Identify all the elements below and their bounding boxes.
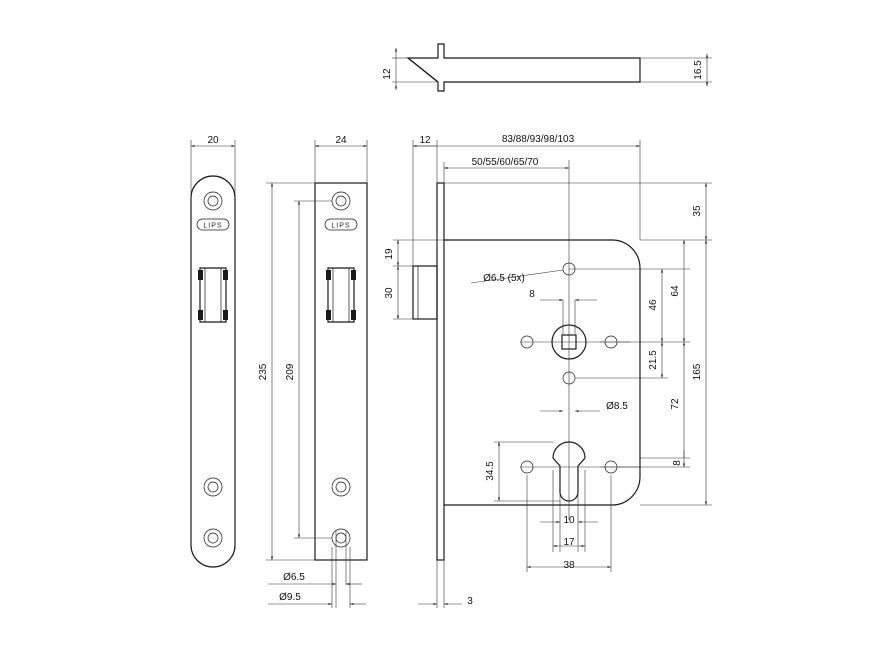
- dim-backset: 50/55/60/65/70: [472, 157, 539, 168]
- dim-72: 72: [670, 398, 681, 410]
- dim-38: 38: [563, 560, 575, 571]
- dim-8-top: 8: [529, 289, 535, 300]
- dim-dia-9-5: Ø9.5: [279, 592, 301, 603]
- dim-64: 64: [670, 285, 681, 297]
- brand-logo-rounded: LIPS: [203, 223, 222, 230]
- lock-body: [412, 160, 641, 561]
- dim-8-right: 8: [672, 460, 683, 466]
- dim-209: 209: [285, 363, 296, 380]
- dim-34-5: 34.5: [485, 461, 496, 481]
- dim-46: 46: [648, 299, 659, 311]
- dim-17: 17: [563, 537, 575, 548]
- faceplate-rounded: [190, 140, 236, 568]
- dim-21-5: 21.5: [648, 350, 659, 370]
- dim-dia-6-5: Ø6.5: [283, 572, 305, 583]
- brand-logo-square: LIPS: [331, 223, 350, 230]
- dim-dia-8-5: Ø8.5: [606, 401, 628, 412]
- dim-12-top: 12: [419, 135, 431, 146]
- dim-235: 235: [258, 363, 269, 380]
- latch-bolt-view: [392, 43, 712, 92]
- dim-30: 30: [384, 287, 395, 299]
- dim-dia-6-5-5x: Ø6.5 (5x): [483, 273, 525, 284]
- dim-16-5: 16.5: [693, 60, 704, 80]
- dim-3: 3: [467, 596, 473, 607]
- dim-24: 24: [335, 135, 347, 146]
- faceplate-square: [266, 140, 368, 608]
- dim-10: 10: [563, 515, 575, 526]
- lock-body-dimensions: [393, 140, 712, 608]
- dim-12-bolt: 12: [382, 68, 393, 80]
- dim-35: 35: [692, 205, 703, 217]
- dim-19: 19: [384, 248, 395, 260]
- dim-20: 20: [207, 135, 219, 146]
- dim-165: 165: [692, 363, 703, 380]
- dim-backset-total: 83/88/93/98/103: [502, 134, 575, 145]
